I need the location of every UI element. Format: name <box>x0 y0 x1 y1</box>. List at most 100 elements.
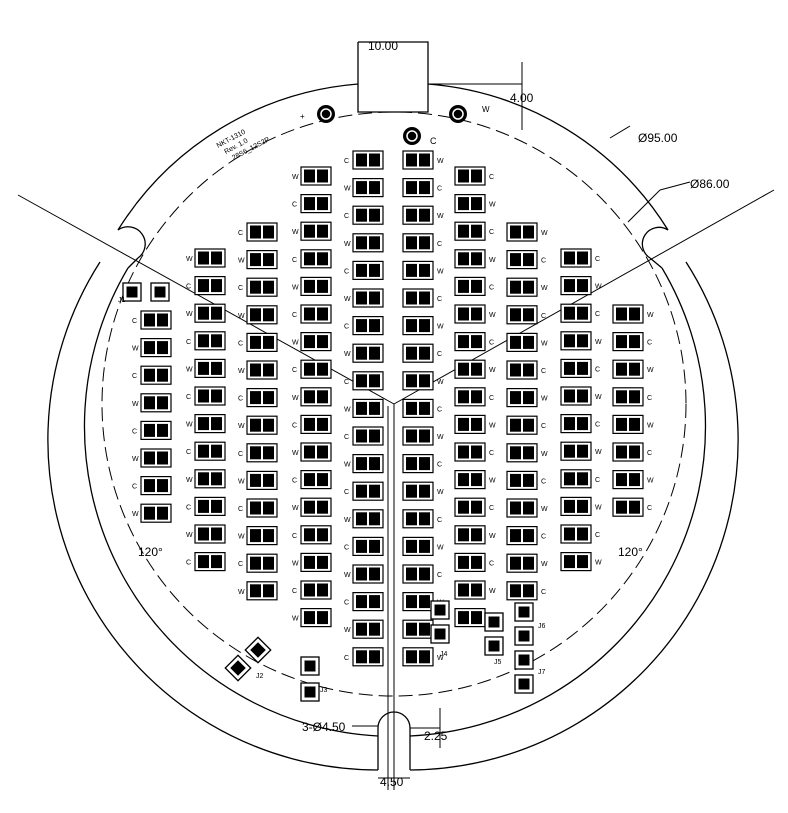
pad <box>458 555 469 569</box>
pad <box>419 208 430 222</box>
pad <box>406 650 417 664</box>
pad-label: C <box>344 544 349 551</box>
pad-label: W <box>541 561 548 568</box>
pad-label: W <box>292 284 299 291</box>
pad <box>629 390 640 404</box>
pad <box>317 197 328 211</box>
pad <box>317 528 328 542</box>
pad-label: W <box>344 406 351 413</box>
pad-label: C <box>595 532 600 539</box>
pad <box>211 251 222 265</box>
pad <box>157 451 168 465</box>
pad-label: C <box>292 367 297 374</box>
pad <box>419 181 430 195</box>
pad <box>317 335 328 349</box>
pad <box>458 197 469 211</box>
pad <box>510 363 521 377</box>
pad <box>406 263 417 277</box>
pad <box>577 389 588 403</box>
pad <box>406 319 417 333</box>
pad-label: C <box>437 406 442 413</box>
pad <box>304 390 315 404</box>
pad-label: W <box>595 449 602 456</box>
pad <box>616 417 627 431</box>
pad <box>304 500 315 514</box>
pad-label: W <box>437 655 444 662</box>
dim-outer-diameter: Ø95.00 <box>638 131 678 145</box>
pad-label: W <box>541 340 548 347</box>
pad-label: C <box>238 396 243 403</box>
pad <box>144 313 155 327</box>
pad <box>369 374 380 388</box>
pad-label: C <box>238 451 243 458</box>
pad <box>458 611 469 625</box>
pad <box>144 396 155 410</box>
inner-dashed-circle <box>101 111 687 697</box>
pad-label: W <box>647 367 654 374</box>
pad <box>458 445 469 459</box>
pad <box>577 444 588 458</box>
pad <box>471 390 482 404</box>
pad-label: W <box>132 456 139 463</box>
pad-label: W <box>344 351 351 358</box>
pad <box>510 473 521 487</box>
pad <box>317 500 328 514</box>
pad <box>157 479 168 493</box>
pad <box>250 391 261 405</box>
pad-label: C <box>186 449 191 456</box>
pad <box>263 473 274 487</box>
pad <box>406 181 417 195</box>
pad <box>458 473 469 487</box>
pad <box>577 251 588 265</box>
pad-label: W <box>595 394 602 401</box>
connector-j4-label: J4 <box>440 651 448 658</box>
pad <box>458 528 469 542</box>
pad <box>369 153 380 167</box>
pad-label: W <box>489 257 496 264</box>
pad <box>458 583 469 597</box>
pad <box>250 501 261 515</box>
pad <box>577 499 588 513</box>
pad <box>577 555 588 569</box>
pad-label: C <box>595 311 600 318</box>
pad <box>616 390 627 404</box>
pad-label: C <box>489 340 494 347</box>
pad-label: W <box>238 478 245 485</box>
pad <box>406 484 417 498</box>
pad <box>369 429 380 443</box>
pad <box>510 446 521 460</box>
pad <box>577 361 588 375</box>
pad-label: C <box>292 202 297 209</box>
pad <box>510 418 521 432</box>
pad <box>471 583 482 597</box>
pad <box>419 236 430 250</box>
pad-label: W <box>437 544 444 551</box>
pad <box>356 539 367 553</box>
pad <box>564 306 575 320</box>
pad <box>317 307 328 321</box>
pad <box>369 457 380 471</box>
pad <box>471 500 482 514</box>
pad <box>369 401 380 415</box>
pad-label: W <box>437 434 444 441</box>
pad <box>564 417 575 431</box>
pad <box>523 335 534 349</box>
terminal-w-label: W <box>482 105 490 114</box>
pad <box>471 335 482 349</box>
pad <box>304 445 315 459</box>
angle-right-label: 120° <box>618 545 643 559</box>
pad <box>198 251 209 265</box>
pad <box>471 445 482 459</box>
pad-label: W <box>238 589 245 596</box>
pad <box>317 445 328 459</box>
pad-label: C <box>238 506 243 513</box>
connector-pad <box>484 612 504 632</box>
connector-pad <box>300 682 320 702</box>
pad <box>577 279 588 293</box>
pad-label: W <box>238 313 245 320</box>
pad <box>510 335 521 349</box>
pad <box>471 252 482 266</box>
pad <box>471 197 482 211</box>
pad-label: C <box>186 284 191 291</box>
pad <box>198 279 209 293</box>
